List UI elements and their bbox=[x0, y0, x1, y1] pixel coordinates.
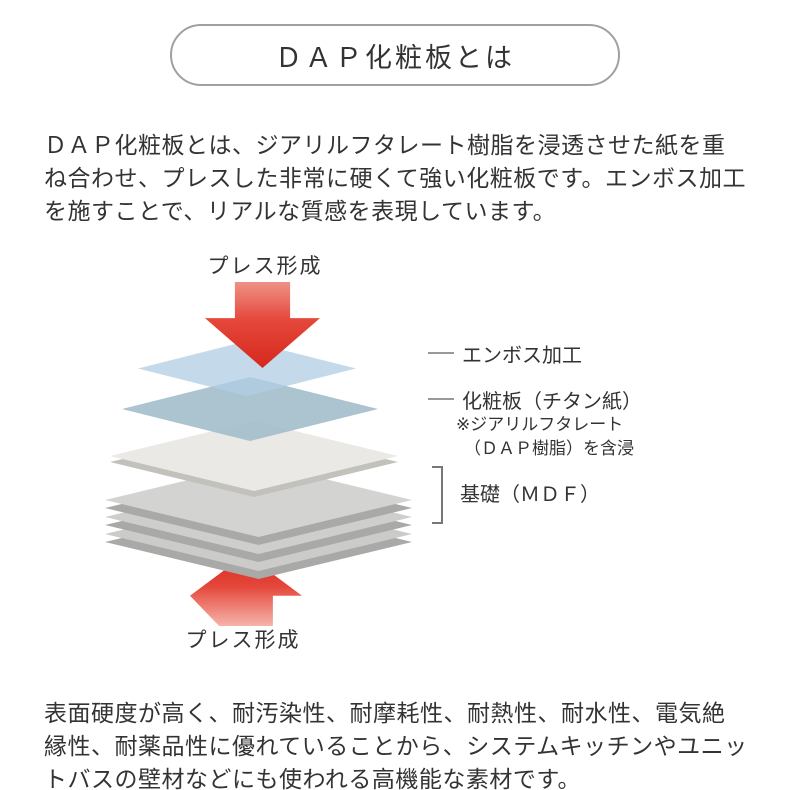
titanium-leader-line bbox=[428, 398, 454, 400]
layer-diagram: プレス形成 エンボス加工 化粧板（チタン紙） ※ジアリルフタレート （ＤＡＰ樹脂… bbox=[0, 238, 790, 668]
title-badge: ＤＡＰ化粧板とは bbox=[170, 24, 620, 86]
page-title: ＤＡＰ化粧板とは bbox=[275, 42, 515, 73]
emboss-leader-line bbox=[428, 352, 454, 354]
dap-resin-note-line2: （ＤＡＰ樹脂）を含浸 bbox=[464, 439, 634, 458]
mdf-bracket bbox=[432, 466, 443, 524]
outro-paragraph: 表面硬度が高く、耐汚染性、耐摩耗性、耐熱性、耐水性、電気絶縁性、耐薬品性に優れて… bbox=[44, 700, 748, 790]
intro-paragraph: ＤＡＰ化粧板とは、ジアリルフタレート樹脂を浸透させた紙を重ね合わせ、プレスした非… bbox=[44, 132, 747, 224]
dap-resin-note-line1: ※ジアリルフタレート bbox=[456, 415, 624, 434]
titanium-label: 化粧板（チタン紙） bbox=[462, 391, 642, 413]
press-forming-top-label: プレス形成 bbox=[207, 255, 323, 278]
press-forming-bottom-label: プレス形成 bbox=[185, 629, 301, 652]
mdf-base-label: 基礎（ＭＤＦ） bbox=[460, 484, 600, 506]
emboss-label: エンボス加工 bbox=[462, 345, 582, 367]
